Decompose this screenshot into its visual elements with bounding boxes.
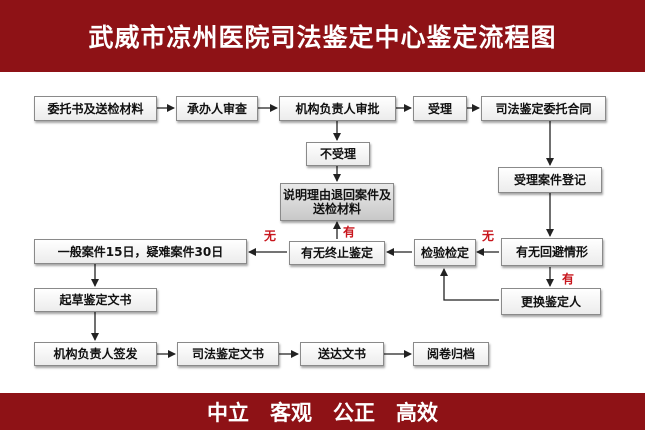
node-time-limit: 一般案件15日，疑难案件30日 bbox=[34, 239, 247, 264]
node-draft-document: 起草鉴定文书 bbox=[34, 288, 157, 312]
node-judicial-document: 司法鉴定文书 bbox=[177, 342, 279, 366]
page-title: 武威市凉州医院司法鉴定中心鉴定流程图 bbox=[0, 0, 645, 72]
node-replace-expert: 更换鉴定人 bbox=[501, 288, 601, 315]
label-yes-avoidance: 有 bbox=[562, 272, 575, 286]
node-submit-materials: 委托书及送检材料 bbox=[34, 96, 157, 121]
node-explain-return: 说明理由退回案件及送检材料 bbox=[280, 183, 394, 221]
node-case-register: 受理案件登记 bbox=[498, 167, 602, 193]
label-no-avoidance: 无 bbox=[482, 229, 495, 243]
node-not-accept: 不受理 bbox=[306, 142, 370, 166]
node-deliver: 送达文书 bbox=[300, 342, 384, 366]
node-handler-review: 承办人审查 bbox=[176, 96, 258, 121]
node-contract: 司法鉴定委托合同 bbox=[481, 96, 606, 121]
node-head-sign: 机构负责人签发 bbox=[34, 342, 157, 366]
node-head-approval: 机构负责人审批 bbox=[279, 96, 396, 121]
arrow-replace-to-inspection bbox=[440, 268, 499, 301]
node-termination-check: 有无终止鉴定 bbox=[289, 241, 385, 265]
node-archive: 阅卷归档 bbox=[413, 342, 489, 366]
node-accept: 受理 bbox=[413, 96, 467, 121]
node-check-avoidance: 有无回避情形 bbox=[501, 238, 603, 266]
label-no-termination: 无 bbox=[264, 229, 277, 243]
label-yes-termination: 有 bbox=[343, 225, 356, 239]
footer-slogan: 中立 客观 公正 高效 bbox=[0, 393, 645, 430]
node-inspection: 检验检定 bbox=[414, 239, 476, 266]
